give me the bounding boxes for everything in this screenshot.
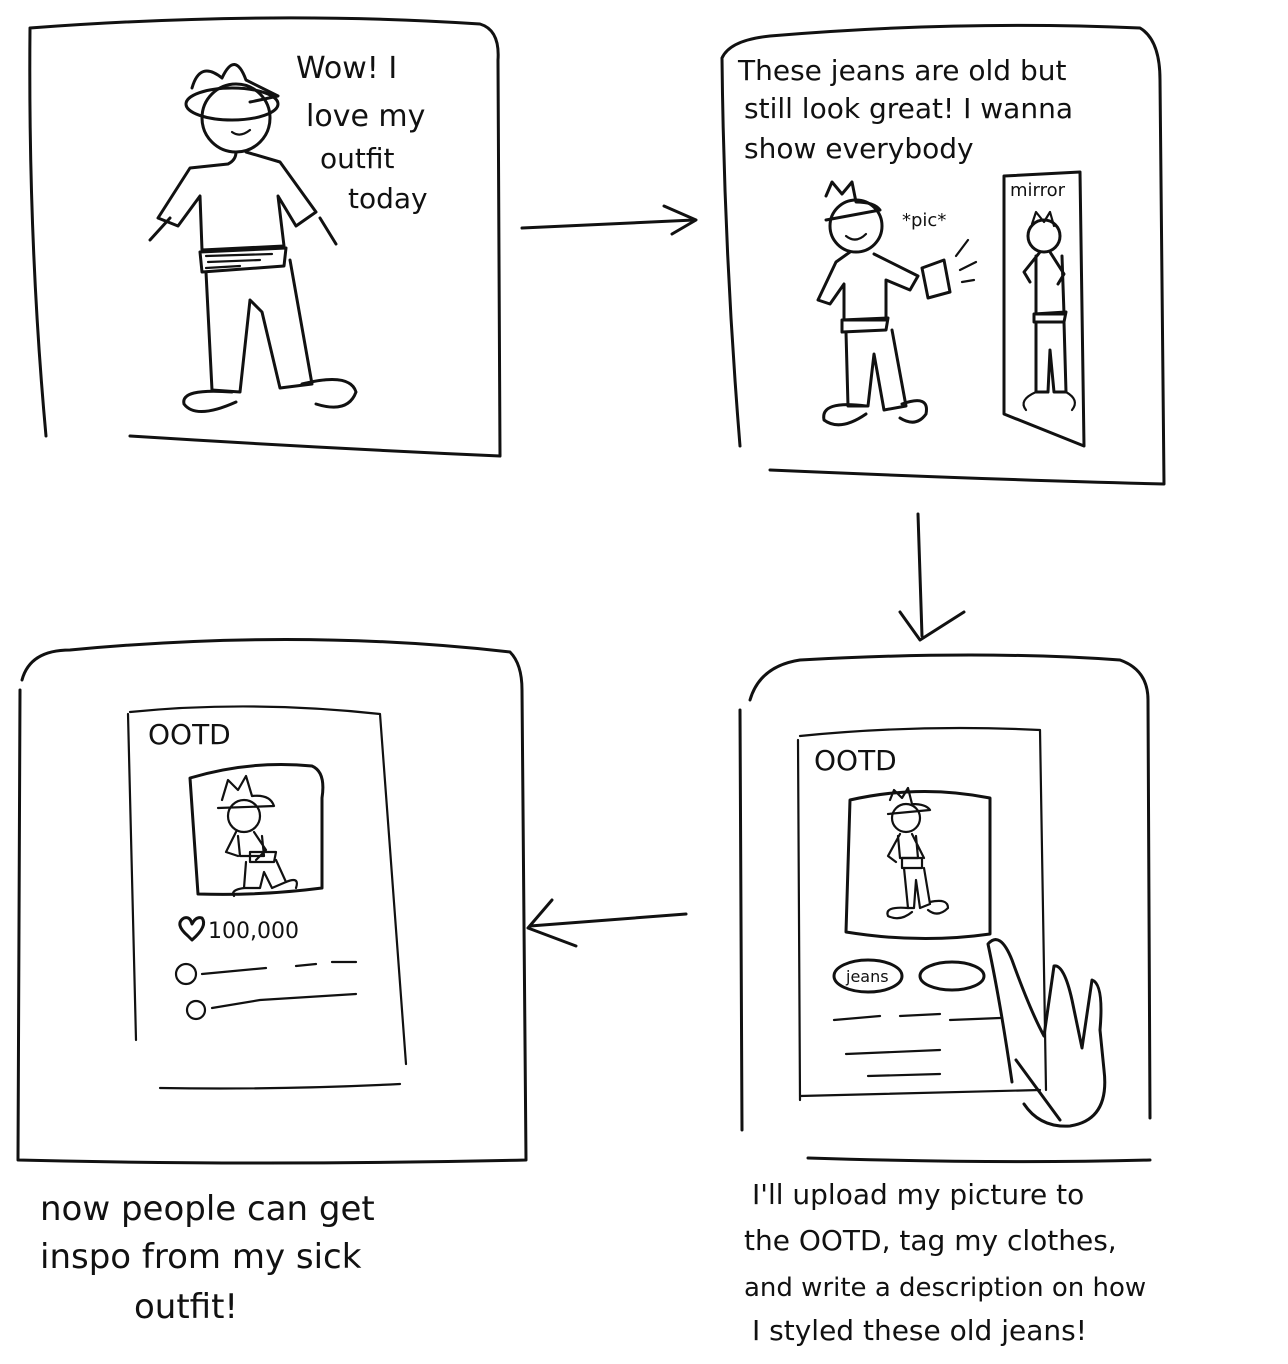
panel-1: Wow! I love my outfit today — [28, 16, 502, 458]
panel-4: OOTD 100,000 — [16, 638, 528, 1165]
panel-3-photo-figure — [886, 786, 950, 920]
panel-2-mirror-label: mirror — [1010, 180, 1066, 201]
panel-4-likes: 100,000 — [208, 919, 299, 944]
panel-2-pic-label: *pic* — [902, 210, 946, 231]
panel-2-speech-line-2: still look great! I wanna — [744, 92, 1073, 125]
panel-1-speech-line-4: today — [348, 182, 428, 215]
comment-avatar-1 — [174, 962, 198, 986]
panel-1-speech-line-3: outfit — [320, 142, 394, 175]
panel-2-speech-line-3: show everybody — [744, 132, 974, 165]
panel-4-photo-figure — [216, 774, 298, 898]
panel-3-tag-jeans[interactable] — [832, 958, 904, 994]
panel-1-speech-line-2: love my — [306, 99, 425, 134]
panel-3-frame — [738, 653, 1152, 1164]
panel-3-tag-label: jeans — [845, 967, 889, 986]
caption-inspo-line-3: outfit! — [134, 1287, 238, 1327]
panel-2: These jeans are old but still look great… — [720, 23, 1166, 486]
arrow-left — [526, 898, 688, 948]
comment-line-1 — [200, 960, 358, 976]
caption-upload: I'll upload my picture to the OOTD, tag … — [744, 1178, 1146, 1347]
panel-4-frame — [16, 638, 528, 1165]
panel-3-tag-empty[interactable] — [918, 960, 986, 992]
heart-icon[interactable] — [178, 916, 206, 942]
panel-4-app-title: OOTD — [148, 718, 231, 751]
panel-1-figure — [148, 63, 358, 413]
arrow-right — [520, 204, 698, 236]
panel-3-app-title: OOTD — [814, 744, 897, 777]
caption-upload-line-3: and write a description on how — [744, 1273, 1146, 1303]
panel-2-figure — [816, 180, 978, 427]
panel-3-description-lines — [832, 1012, 1002, 1078]
caption-inspo-line-2: inspo from my sick — [40, 1237, 362, 1277]
panel-3: OOTD jeans — [738, 653, 1152, 1164]
caption-upload-line-1: I'll upload my picture to — [752, 1178, 1084, 1211]
caption-inspo-line-1: now people can get — [40, 1189, 375, 1229]
hand-icon — [986, 938, 1107, 1128]
caption-inspo: now people can get inspo from my sick ou… — [40, 1189, 375, 1327]
comment-avatar-2 — [185, 999, 207, 1021]
panel-1-speech-line-1: Wow! I — [296, 51, 397, 86]
caption-upload-line-4: I styled these old jeans! — [752, 1314, 1087, 1347]
arrow-down — [898, 512, 966, 642]
panel-2-mirror — [1002, 170, 1086, 448]
panel-2-frame — [720, 23, 1166, 486]
comment-line-2 — [210, 992, 358, 1010]
panel-1-frame — [28, 16, 502, 458]
panel-2-speech-line-1: These jeans are old but — [737, 54, 1066, 87]
caption-upload-line-2: the OOTD, tag my clothes, — [744, 1224, 1117, 1257]
